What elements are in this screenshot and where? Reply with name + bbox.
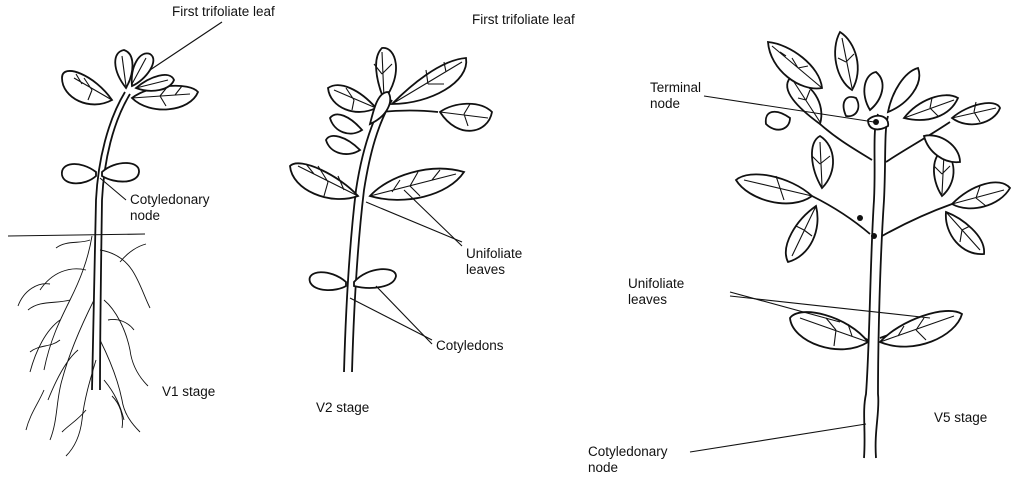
- v1-unifoliate-left: [62, 71, 112, 104]
- v2-leaf: [326, 136, 360, 154]
- v5-terminal-node-label-line1: Terminal: [650, 80, 701, 96]
- v2-unifoliate-label-line1: Unifoliate: [466, 246, 522, 262]
- v5-leaf: [924, 135, 960, 162]
- v5-cotyledonary-label-line2: node: [588, 460, 618, 476]
- v1-first-trifoliate-label: First trifoliate leaf: [172, 4, 275, 20]
- v1-soil-line: [8, 234, 145, 236]
- v1-stem-outline: [100, 94, 130, 390]
- v5-unifoliate-label-line1: Unifoliate: [628, 276, 684, 292]
- v5-node: [857, 215, 863, 221]
- v5-plant: [736, 32, 1010, 458]
- v2-unifoliate-label-line2: leaves: [466, 262, 505, 278]
- v5-leaf: [888, 68, 919, 112]
- v5-leaf: [786, 206, 818, 262]
- v1-trifoliate-leader: [150, 22, 222, 70]
- v5-leaf: [736, 174, 812, 203]
- v5-cotyledonary-label-line1: Cotyledonary: [588, 444, 668, 460]
- v2-plant: [290, 48, 492, 372]
- v2-first-trifoliate-label: First trifoliate leaf: [472, 12, 575, 28]
- v2-cotyledons-leader-1: [350, 298, 432, 340]
- v5-leaf: [952, 182, 1010, 208]
- v1-cotyledon-left: [62, 164, 96, 183]
- root-strand: [66, 244, 150, 456]
- v1-cotyledon-right: [102, 163, 139, 182]
- v5-leaf: [844, 97, 859, 116]
- v2-stage-label: V2 stage: [316, 400, 369, 416]
- v2-petiole: [380, 111, 438, 113]
- v5-unifoliate-label-line2: leaves: [628, 292, 667, 308]
- root-strand: [18, 236, 94, 440]
- v5-stem: [864, 114, 878, 458]
- v5-petiole: [812, 196, 870, 234]
- v2-stem: [344, 96, 386, 372]
- v5-unifoliate-left: [790, 312, 868, 349]
- v5-unifoliate-leader-1: [730, 292, 840, 322]
- v2-unifoliate-leader-2: [404, 190, 462, 246]
- v5-leaf: [952, 103, 1000, 124]
- v5-unifoliate-leader-2: [730, 296, 930, 318]
- v2-unifoliate-leader-1: [366, 202, 462, 242]
- v5-leaf: [766, 112, 790, 130]
- v1-cotyledonary-label-line2: node: [130, 208, 160, 224]
- v5-node: [871, 233, 877, 239]
- v5-unifoliate-right: [880, 311, 962, 347]
- v2-cotyledon-right: [354, 269, 396, 288]
- v2-cotyledon-left: [310, 272, 346, 290]
- v2-leaf: [330, 114, 362, 133]
- v5-leaf: [864, 72, 882, 110]
- v1-stage-label: V1 stage: [162, 384, 215, 400]
- v5-terminal-node-label-line2: node: [650, 96, 680, 112]
- v5-stem-outline: [876, 116, 888, 458]
- v5-cotyledonary-leader: [690, 424, 866, 452]
- v5-petiole: [882, 204, 952, 236]
- v1-stem: [92, 92, 125, 390]
- v2-cotyledons-leader-2: [376, 286, 432, 344]
- v5-stage-label: V5 stage: [934, 410, 987, 426]
- v1-cotyledonary-label-line1: Cotyledonary: [130, 192, 210, 208]
- v2-stem-outline: [352, 100, 392, 372]
- v5-leaf: [904, 95, 958, 120]
- v2-unifoliate-left: [290, 163, 358, 199]
- v2-cotyledons-label: Cotyledons: [436, 338, 504, 354]
